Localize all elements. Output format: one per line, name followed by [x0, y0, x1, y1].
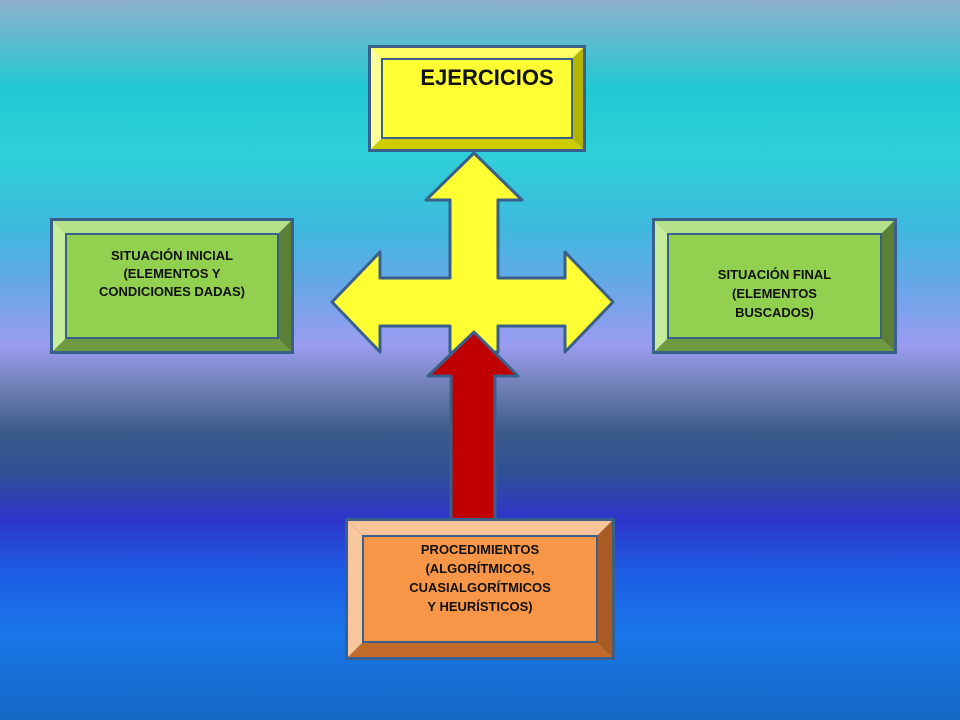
- exercises-box: EJERCICIOS: [368, 45, 586, 152]
- exercises-label: EJERCICIOS: [420, 65, 554, 90]
- three-way-arrow: [330, 151, 615, 354]
- initial-situation-label: SITUACIÓN INICIAL (ELEMENTOS Y CONDICION…: [99, 248, 245, 299]
- procedures-box: PROCEDIMIENTOS (ALGORÍTMICOS, CUASIALGOR…: [345, 518, 615, 660]
- procedures-label: PROCEDIMIENTOS (ALGORÍTMICOS, CUASIALGOR…: [409, 542, 551, 614]
- final-situation-box: SITUACIÓN FINAL (ELEMENTOS BUSCADOS): [652, 218, 897, 354]
- initial-situation-box: SITUACIÓN INICIAL (ELEMENTOS Y CONDICION…: [50, 218, 294, 354]
- upward-arrow: [426, 330, 520, 522]
- final-situation-label: SITUACIÓN FINAL (ELEMENTOS BUSCADOS): [717, 266, 832, 320]
